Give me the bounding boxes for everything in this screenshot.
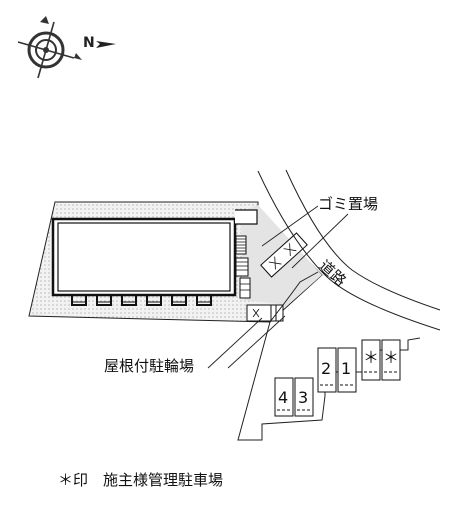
parking-stalls xyxy=(274,339,401,417)
stall-owner-b: ＊ xyxy=(383,348,399,367)
leader-lines xyxy=(207,205,349,369)
bike-parking-label: 屋根付駐輪場 xyxy=(104,357,195,375)
bike-parking xyxy=(246,304,284,322)
stall-4: 4 xyxy=(278,388,288,407)
stall-3: 3 xyxy=(298,388,308,407)
stall-owner-a: ＊ xyxy=(363,348,379,367)
north-arrow-icon xyxy=(96,41,116,48)
compass-north-label: N xyxy=(83,35,95,51)
garbage-label: ゴミ置場 xyxy=(318,195,379,213)
garbage-station xyxy=(260,232,308,278)
stall-1: 1 xyxy=(341,359,351,378)
stall-2: 2 xyxy=(321,359,331,378)
building xyxy=(51,209,258,306)
compass-rose-icon xyxy=(17,16,82,79)
legend-text: ＊印 施主様管理駐車場 xyxy=(58,471,224,489)
